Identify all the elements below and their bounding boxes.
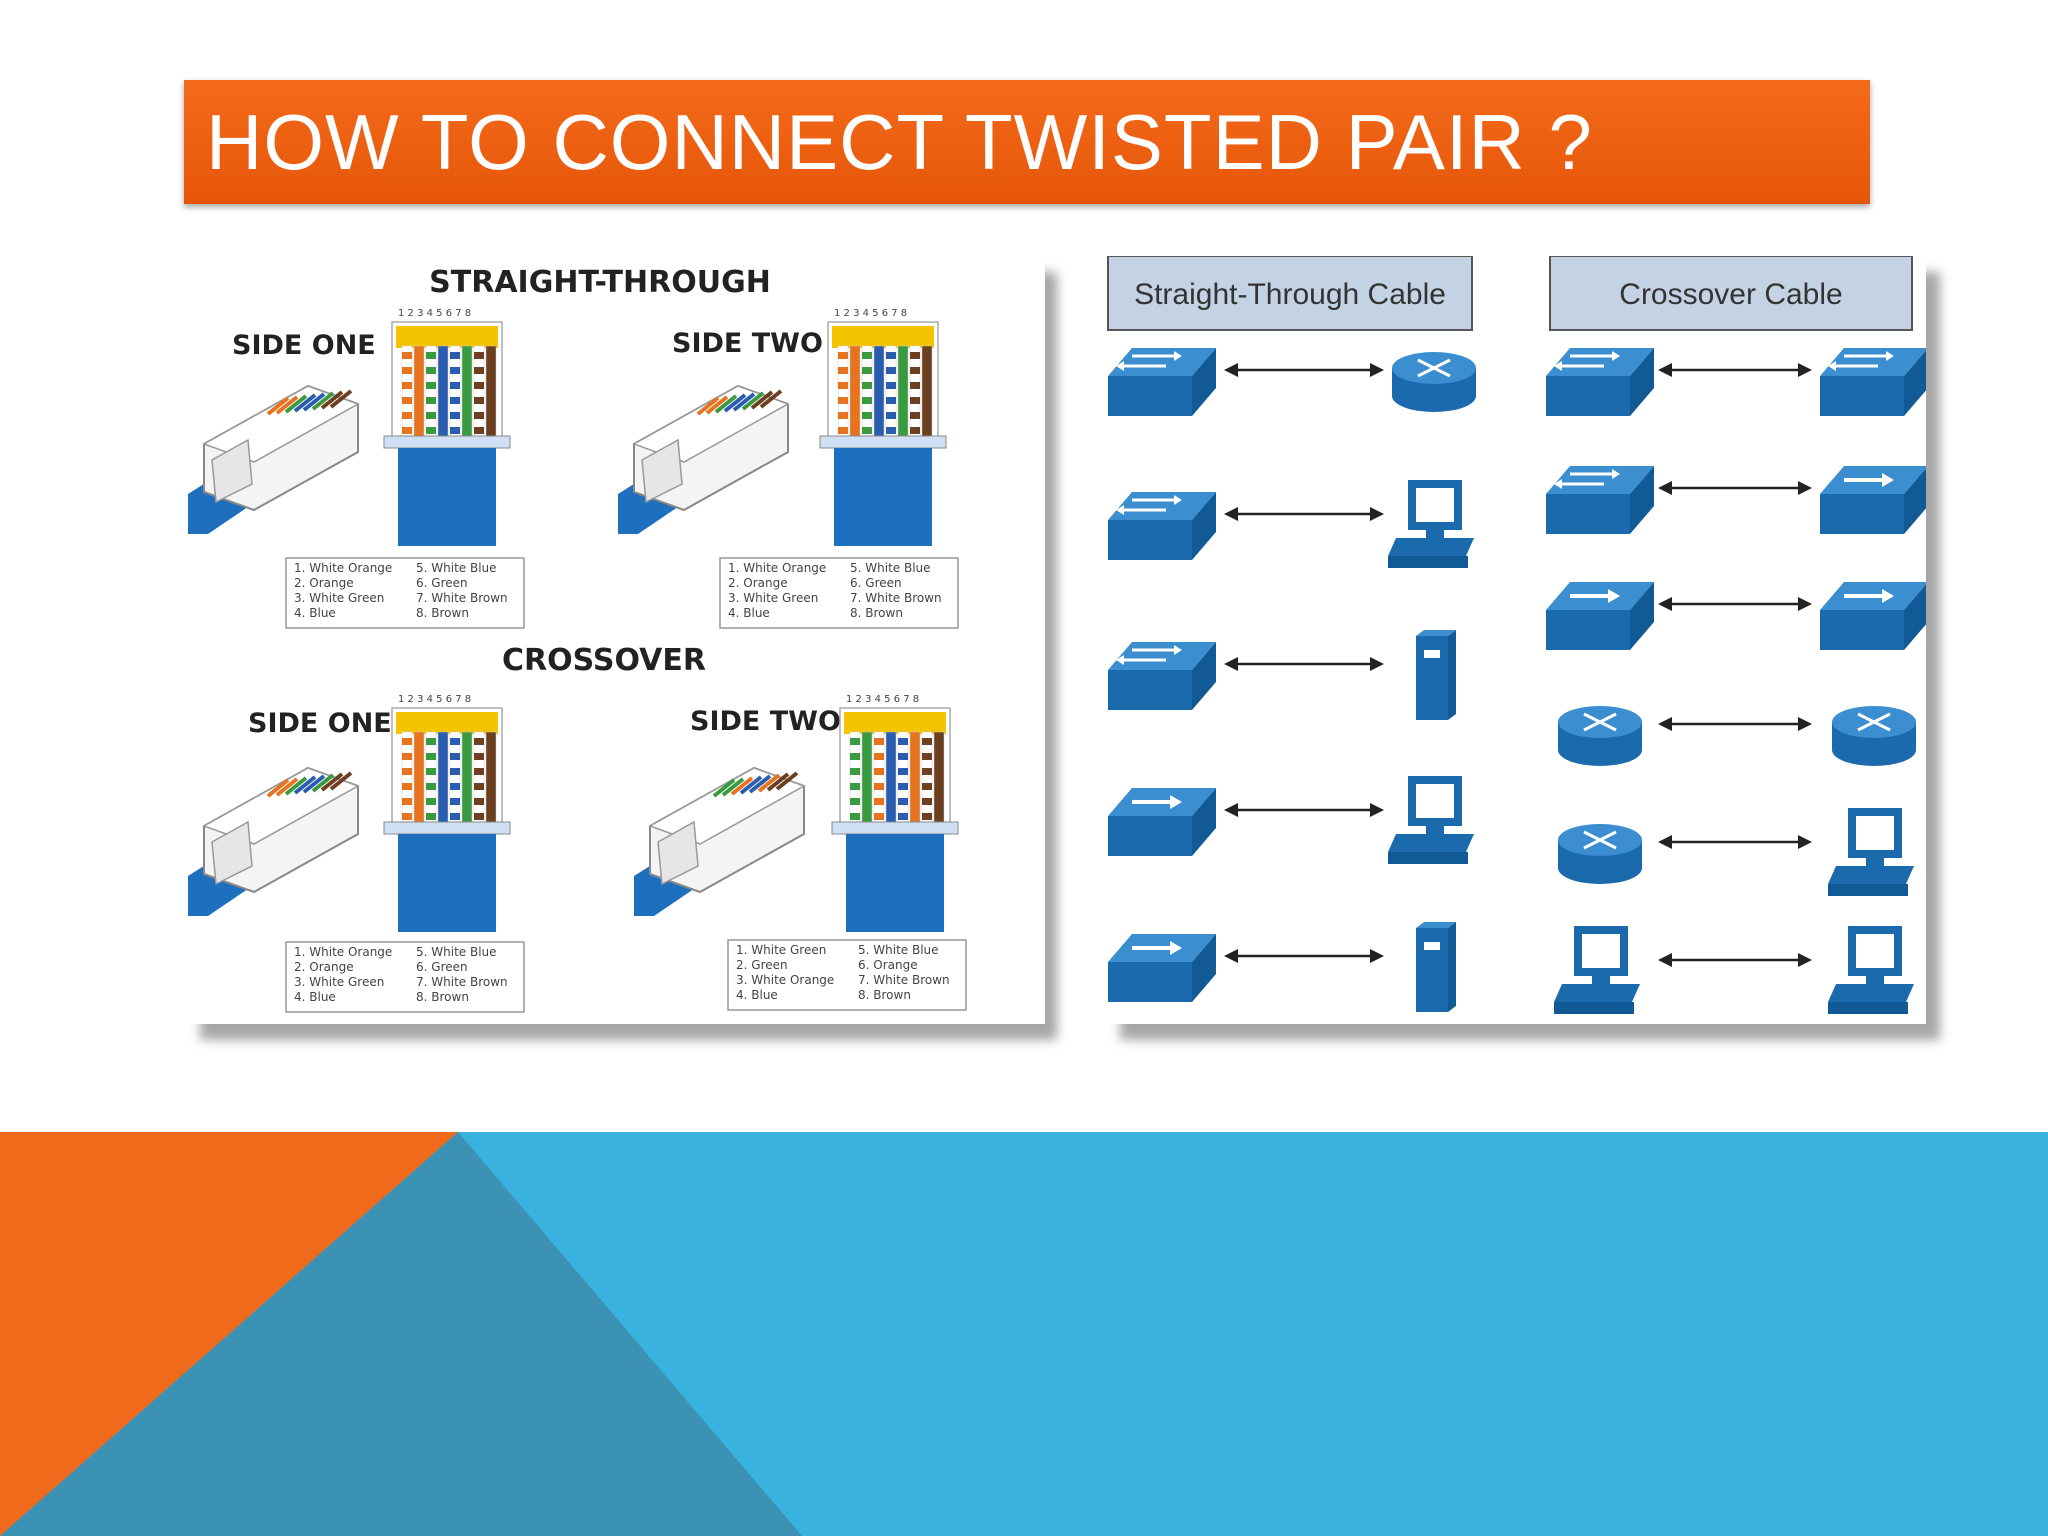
- crossover-header: Crossover Cable: [1619, 278, 1842, 311]
- cable-types-diagram: Straight-Through Cable Crossover Cable: [1107, 256, 1926, 1014]
- server-icon: [1416, 922, 1456, 1012]
- slide-title: HOW TO CONNECT TWISTED PAIR ?: [206, 98, 1593, 186]
- computer-icon: [1554, 926, 1640, 1014]
- double-arrow-icon: [1224, 657, 1384, 671]
- switch-icon: [1820, 348, 1926, 416]
- legend-entry: 7. White Brown: [416, 975, 508, 989]
- double-arrow-icon: [1658, 481, 1812, 495]
- legend-entry: 5. White Blue: [850, 561, 931, 575]
- straight-through-header-box: [1107, 256, 1473, 331]
- crossover-header-box: [1549, 256, 1913, 331]
- hub-icon: [1820, 582, 1926, 650]
- legend-entry: 4. Blue: [728, 606, 770, 620]
- crossover-side-two-label: SIDE TWO: [690, 706, 841, 737]
- legend-entry: 8. Brown: [850, 606, 903, 620]
- double-arrow-icon: [1658, 597, 1812, 611]
- double-arrow-icon: [1224, 803, 1384, 817]
- legend-entry: 8. Brown: [416, 990, 469, 1004]
- wiring-diagram-image: STRAIGHT-THROUGH CROSSOVER SIDE ONE SIDE…: [188, 256, 1045, 1024]
- legend-entry: 2. Orange: [294, 576, 354, 590]
- switch-icon: [1546, 466, 1654, 534]
- straight-side-one-label: SIDE ONE: [232, 330, 376, 361]
- double-arrow-icon: [1224, 363, 1384, 377]
- legend-entry: 2. Orange: [294, 960, 354, 974]
- hub-icon: [1820, 466, 1926, 534]
- cable-types-image: Straight-Through Cable Crossover Cable: [1106, 256, 1926, 1024]
- server-icon: [1416, 630, 1456, 720]
- router-icon: [1558, 706, 1642, 766]
- legend-entry: 3. White Green: [294, 591, 384, 605]
- legend-entry: 1. White Orange: [294, 945, 392, 959]
- switch-icon: [1108, 348, 1216, 416]
- legend-entry: 6. Orange: [858, 958, 918, 972]
- svg-text:1 2 3 4 5 6 7 8: 1 2 3 4 5 6 7 8: [834, 308, 907, 319]
- straight-side-two-connector: [618, 384, 790, 534]
- legend-entry: 1. White Orange: [728, 561, 826, 575]
- double-arrow-icon: [1658, 363, 1812, 377]
- legend-entry: 4. Blue: [294, 990, 336, 1004]
- straight-side-one-connector: [188, 384, 360, 534]
- legend-entry: 7. White Brown: [858, 973, 950, 987]
- switch-icon: [1108, 492, 1216, 560]
- router-icon: [1832, 706, 1916, 766]
- svg-text:1 2 3 4 5 6 7 8: 1 2 3 4 5 6 7 8: [398, 308, 471, 319]
- crossover-side-two-connector: [634, 766, 806, 916]
- computer-icon: [1828, 926, 1914, 1014]
- legend-entry: 5. White Blue: [858, 943, 939, 957]
- legend-entry: 4. Blue: [294, 606, 336, 620]
- legend-entry: 4. Blue: [736, 988, 778, 1002]
- switch-icon: [1108, 642, 1216, 710]
- legend-entry: 1. White Orange: [294, 561, 392, 575]
- straight-side-two-label: SIDE TWO: [672, 328, 823, 359]
- legend-entry: 8. Brown: [416, 606, 469, 620]
- double-arrow-icon: [1658, 835, 1812, 849]
- straight-through-heading: STRAIGHT-THROUGH: [429, 265, 771, 300]
- double-arrow-icon: [1658, 953, 1812, 967]
- legend-entry: 7. White Brown: [416, 591, 508, 605]
- double-arrow-icon: [1224, 949, 1384, 963]
- legend-entry: 5. White Blue: [416, 561, 497, 575]
- switch-icon: [1546, 348, 1654, 416]
- double-arrow-icon: [1224, 507, 1384, 521]
- crossover-side-two-pinout: 1 2 3 4 5 6 7 8: [831, 694, 959, 932]
- legend-entry: 7. White Brown: [850, 591, 942, 605]
- router-icon: [1392, 352, 1476, 412]
- legend-entry: 8. Brown: [858, 988, 911, 1002]
- shaded-triangle: [0, 1132, 802, 1536]
- legend-entry: 3. White Green: [728, 591, 818, 605]
- legend-entry: 6. Green: [850, 576, 902, 590]
- legend-entry: 2. Orange: [728, 576, 788, 590]
- legend-entry: 6. Green: [416, 576, 468, 590]
- crossover-side-one-pinout: 1 2 3 4 5 6 7 8: [383, 694, 511, 932]
- straight-side-one-pinout: 1 2 3 4 5 6 7 8: [383, 308, 511, 546]
- svg-text:1 2 3 4 5 6 7 8: 1 2 3 4 5 6 7 8: [846, 694, 919, 705]
- legend-entry: 1. White Green: [736, 943, 826, 957]
- straight-side-two-pinout: 1 2 3 4 5 6 7 8: [819, 308, 947, 546]
- legend-entry: 3. White Green: [294, 975, 384, 989]
- title-bar: HOW TO CONNECT TWISTED PAIR ?: [184, 80, 1870, 204]
- hub-icon: [1546, 582, 1654, 650]
- legend-entry: 2. Green: [736, 958, 788, 972]
- hub-icon: [1108, 934, 1216, 1002]
- hub-icon: [1108, 788, 1216, 856]
- legend-entry: 3. White Orange: [736, 973, 834, 987]
- crossover-side-one-label: SIDE ONE: [248, 708, 392, 739]
- router-icon: [1558, 824, 1642, 884]
- computer-icon: [1828, 808, 1914, 896]
- legend-entry: 5. White Blue: [416, 945, 497, 959]
- crossover-side-one-connector: [188, 766, 360, 916]
- svg-text:1 2 3 4 5 6 7 8: 1 2 3 4 5 6 7 8: [398, 694, 471, 705]
- straight-through-header: Straight-Through Cable: [1134, 278, 1446, 311]
- crossover-heading: CROSSOVER: [502, 643, 706, 678]
- legend-entry: 6. Green: [416, 960, 468, 974]
- computer-icon: [1388, 776, 1474, 864]
- double-arrow-icon: [1658, 717, 1812, 731]
- decorative-bottom-band: [0, 1132, 2048, 1536]
- wiring-diagram: STRAIGHT-THROUGH CROSSOVER SIDE ONE SIDE…: [188, 265, 967, 1013]
- computer-icon: [1388, 480, 1474, 568]
